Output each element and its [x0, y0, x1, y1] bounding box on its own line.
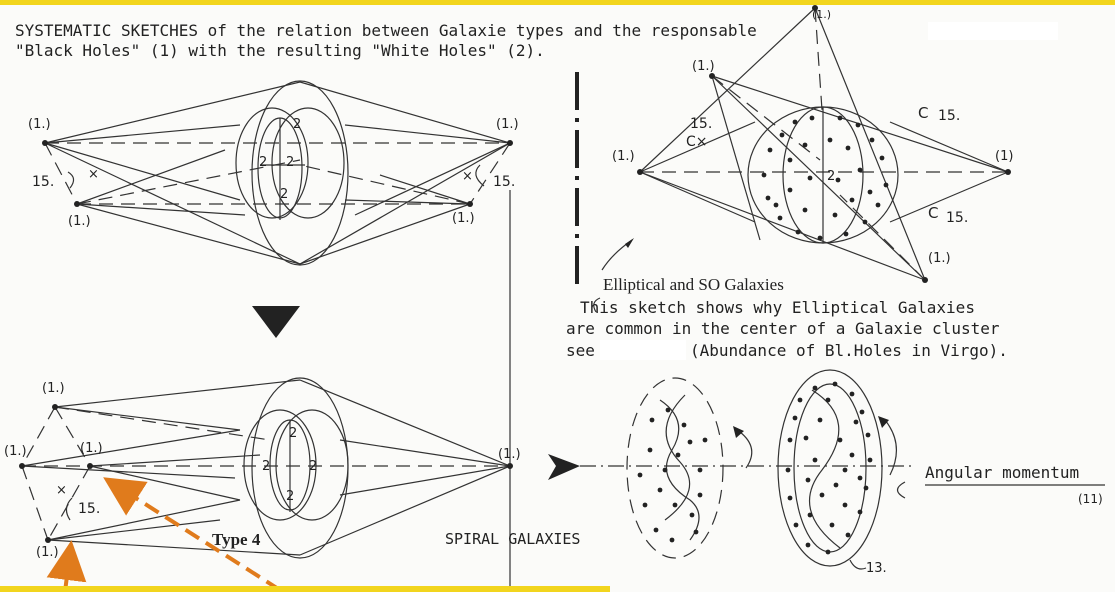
top-left-sketch: 2 2 2 2 (1.) (1.) (1.) (1.) 15. × 15. × [28, 80, 519, 592]
angle-label: 15. [32, 174, 54, 190]
svg-text:C×: C× [686, 134, 708, 150]
angle-label: 15. [78, 501, 100, 517]
svg-text:2: 2 [293, 117, 301, 132]
orange-dashed-arrow [103, 477, 282, 592]
spiral-ref-label: 13. [866, 561, 887, 576]
node-label: (1.) [28, 117, 51, 132]
right-arrow-icon [548, 454, 580, 480]
node-label-alt: (1) [995, 149, 1013, 164]
node-label: (1.) [692, 59, 715, 74]
highlight-frame-bottom [0, 586, 610, 592]
elliptical-note-line-2: are common in the center of a Galaxie cl… [566, 319, 1000, 338]
svg-text:2: 2 [286, 489, 294, 504]
node-label: (1.) [928, 251, 951, 266]
elliptical-title: Elliptical and SO Galaxies [603, 275, 784, 294]
node-label: (1.) [452, 211, 475, 226]
elliptical-note-line-1: This sketch shows why Elliptical Galaxie… [580, 298, 975, 317]
svg-text:×: × [56, 483, 67, 498]
svg-text:2: 2 [309, 459, 317, 474]
svg-text:×: × [462, 169, 473, 184]
node-label: (1.) [42, 381, 65, 396]
spiral-galaxy-left [626, 377, 753, 559]
node-label: (1.) [68, 214, 91, 229]
node-label: (1.) [4, 444, 27, 459]
node-label: (1.) [812, 8, 831, 21]
node-label: (1.) [612, 149, 635, 164]
redaction-box-top [928, 22, 1058, 40]
svg-text:2: 2 [259, 155, 267, 170]
elliptical-note-line-3b: (Abundance of Bl.Holes in Virgo). [690, 341, 1008, 360]
elliptical-sketch: 2 (1.) (1.) (1.) (1) (1.) 15. C× C 15. C… [601, 5, 1013, 283]
spiral-galaxy-right: 13. [777, 369, 897, 576]
svg-text:C: C [928, 204, 938, 222]
svg-text:2: 2 [262, 459, 270, 474]
heading-line-1: SYSTEMATIC SKETCHES of the relation betw… [15, 21, 757, 40]
angular-momentum-ref: (11) [1078, 492, 1103, 506]
svg-text:2: 2 [286, 155, 294, 170]
elliptical-dots [761, 115, 889, 241]
svg-text:×: × [88, 167, 99, 182]
angle-label-right: 15. [946, 210, 968, 226]
type4-sketch: 2 2 2 2 (1.) (1.) (1.) (1.) (1.) 15. × T… [4, 377, 521, 560]
svg-text:2: 2 [280, 187, 288, 202]
angle-label-right: 15. [938, 108, 960, 124]
svg-text:C: C [918, 104, 928, 122]
angle-label: 15. [493, 174, 515, 190]
highlight-frame-top [0, 0, 1115, 5]
svg-text:2: 2 [827, 169, 835, 184]
type-4-label: Type 4 [212, 530, 261, 549]
elliptical-note-line-3a: see [566, 341, 595, 360]
angular-momentum-hook [896, 481, 906, 499]
angular-momentum-label: Angular momentum [925, 463, 1079, 482]
heading-line-2: "Black Holes" (1) with the resulting "Wh… [15, 41, 545, 60]
redaction-box-middle [600, 340, 686, 360]
node-label: (1.) [36, 545, 59, 560]
svg-text:2: 2 [289, 426, 297, 441]
node-label: (1.) [498, 447, 521, 462]
node-label: (1.) [496, 117, 519, 132]
node-label: (1.) [80, 441, 103, 456]
spiral-galaxies-label: SPIRAL GALAXIES [445, 530, 580, 548]
angle-label: 15. [690, 116, 712, 132]
down-arrow-icon [252, 306, 300, 338]
